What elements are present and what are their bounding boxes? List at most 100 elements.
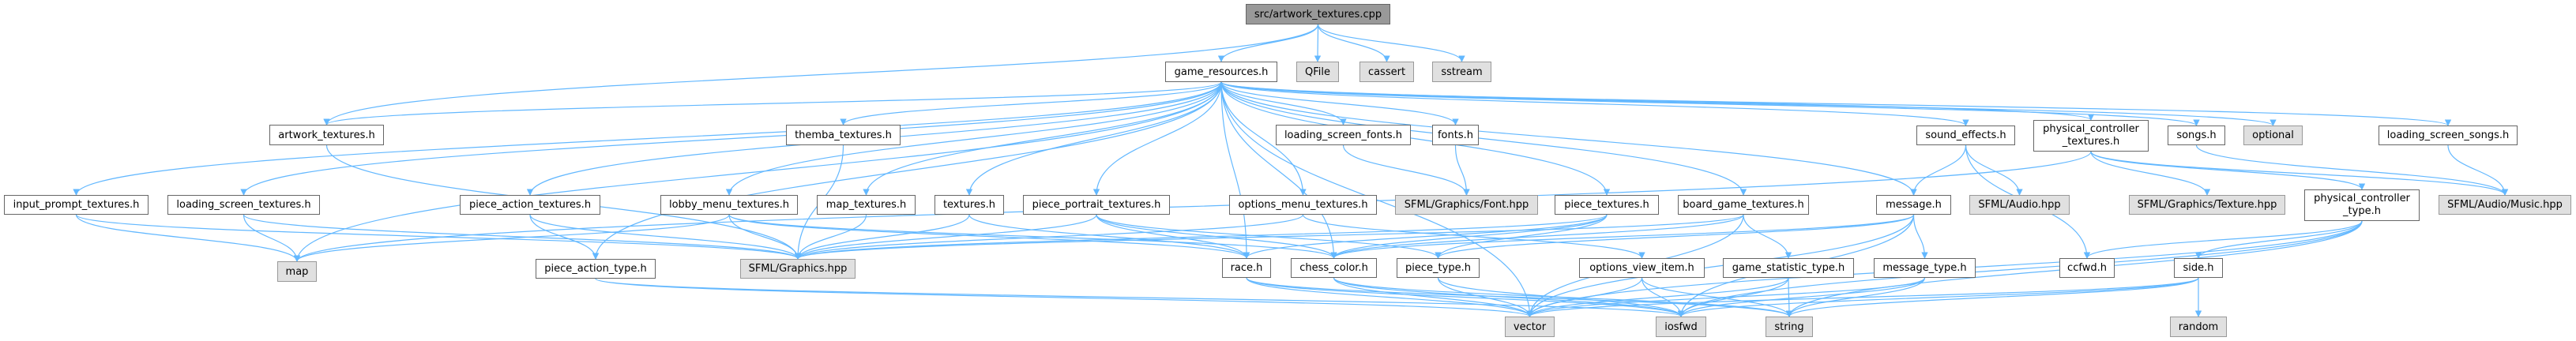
edge-message-to-piece-type <box>1435 214 1915 259</box>
node-sfml-font[interactable]: SFML/Graphics/Font.hpp <box>1395 195 1538 215</box>
edge-game-resources-to-sound-effects <box>1220 81 1969 126</box>
node-textures[interactable]: textures.h <box>935 195 1004 215</box>
node-sfml-music[interactable]: SFML/Audio/Music.hpp <box>2439 195 2571 215</box>
edge-game-resources-to-themba-textures <box>840 81 1222 126</box>
node-themba-textures[interactable]: themba_textures.h <box>786 125 901 145</box>
node-loading-screen-textures[interactable]: loading_screen_textures.h <box>167 195 320 215</box>
node-side[interactable]: side.h <box>2174 258 2223 278</box>
edge-side-to-string <box>1785 277 2199 317</box>
edges-layer <box>73 24 2509 317</box>
node-message-type[interactable]: message_type.h <box>1874 258 1976 278</box>
node-options-view-item[interactable]: options_view_item.h <box>1579 258 1705 278</box>
edge-board-game-textures-to-chess-color <box>1330 214 1744 259</box>
edge-side-to-iosfwd <box>1678 277 2199 317</box>
edge-input-prompt-textures-to-map <box>75 214 301 262</box>
node-game-resources[interactable]: game_resources.h <box>1165 62 1277 82</box>
edge-loading-screen-fonts-to-sfml-font <box>1342 144 1470 196</box>
edge-piece-portrait-textures-to-race <box>1096 214 1250 259</box>
edge-race-to-vector <box>1246 277 1533 317</box>
node-loading-screen-fonts[interactable]: loading_screen_fonts.h <box>1276 125 1411 145</box>
node-race[interactable]: race.h <box>1222 258 1271 278</box>
node-QFile[interactable]: QFile <box>1296 62 1339 82</box>
edge-loading-screen-songs-to-sfml-music <box>2447 144 2509 196</box>
node-physical-controller-textures[interactable]: physical_controller _textures.h <box>2033 120 2149 152</box>
edge-game-resources-to-input-prompt-textures <box>73 81 1222 196</box>
node-sfml-texture[interactable]: SFML/Graphics/Texture.hpp <box>2129 195 2285 215</box>
node-sound-effects[interactable]: sound_effects.h <box>1916 126 2015 145</box>
edge-piece-textures-to-sfml-graphics <box>795 214 1608 260</box>
edge-physical-controller-textures-to-sfml-music <box>2090 151 2509 196</box>
node-random[interactable]: random <box>2170 317 2227 337</box>
node-loading-screen-songs[interactable]: loading_screen_songs.h <box>2379 126 2518 145</box>
node-sfml-audio[interactable]: SFML/Audio.hpp <box>1969 195 2070 215</box>
node-sfml-graphics[interactable]: SFML/Graphics.hpp <box>740 259 856 279</box>
edge-message-to-message-type <box>1912 214 1928 259</box>
edge-game-resources-to-piece-portrait-textures <box>1092 81 1222 196</box>
node-piece-portrait-textures[interactable]: piece_portrait_textures.h <box>1023 195 1170 215</box>
edge-piece-textures-to-piece-type <box>1435 214 1608 259</box>
edge-piece-type-to-iosfwd <box>1437 277 1685 317</box>
node-piece-textures[interactable]: piece_textures.h <box>1555 195 1659 215</box>
node-root[interactable]: src/artwork_textures.cpp <box>1246 4 1390 24</box>
node-map[interactable]: map <box>277 261 317 282</box>
edge-message-type-to-iosfwd <box>1677 277 1926 317</box>
edge-game-resources-to-piece-action-type <box>592 81 1222 260</box>
edge-race-to-iosfwd <box>1246 277 1685 317</box>
edge-lobby-menu-textures-to-map <box>293 214 730 262</box>
edge-board-game-textures-to-game-statistic-type <box>1743 214 1792 259</box>
node-songs[interactable]: songs.h <box>2168 126 2225 145</box>
edge-input-prompt-textures-to-sfml-graphics <box>75 214 801 260</box>
edge-game-resources-to-race <box>1220 81 1250 259</box>
node-optional[interactable]: optional <box>2243 126 2303 145</box>
edge-game-resources-to-fonts <box>1220 81 1459 126</box>
node-game-statistic-type[interactable]: game_statistic_type.h <box>1723 258 1854 278</box>
node-piece-action-textures[interactable]: piece_action_textures.h <box>460 195 600 215</box>
edge-root-to-artwork-textures <box>323 24 1319 126</box>
edge-game-resources-to-map <box>293 81 1222 262</box>
edge-side-to-vector <box>1526 277 2199 317</box>
node-string[interactable]: string <box>1766 317 1813 337</box>
edge-piece-action-textures-to-piece-action-type <box>529 214 600 260</box>
edge-game-resources-to-loading-screen-songs <box>1220 81 2451 126</box>
edge-board-game-textures-to-sfml-graphics <box>795 214 1744 260</box>
node-lobby-menu-textures[interactable]: lobby_menu_textures.h <box>660 195 798 215</box>
edge-loading-screen-textures-to-sfml-graphics <box>243 214 802 260</box>
edge-game-resources-to-map-textures <box>863 81 1222 196</box>
node-artwork-textures[interactable]: artwork_textures.h <box>269 125 384 145</box>
node-piece-action-type[interactable]: piece_action_type.h <box>536 259 656 279</box>
node-cassert[interactable]: cassert <box>1359 62 1414 82</box>
edge-piece-action-type-to-vector <box>595 278 1533 317</box>
node-chess-color[interactable]: chess_color.h <box>1291 258 1377 278</box>
node-iosfwd[interactable]: iosfwd <box>1656 317 1706 337</box>
node-fonts[interactable]: fonts.h <box>1432 125 1479 145</box>
edge-chess-color-to-vector <box>1333 277 1533 317</box>
edge-options-menu-textures-to-sfml-graphics <box>794 214 1304 260</box>
node-map-textures[interactable]: map_textures.h <box>817 195 916 215</box>
edge-game-resources-to-chess-color <box>1220 81 1337 259</box>
node-sstream[interactable]: sstream <box>1432 62 1491 82</box>
node-message[interactable]: message.h <box>1876 195 1951 215</box>
edge-game-statistic-type-to-string <box>1785 277 1793 317</box>
edge-root-to-sstream <box>1317 24 1465 62</box>
edge-game-resources-to-artwork-textures <box>323 81 1222 126</box>
edge-game-resources-to-optional <box>1220 81 2277 126</box>
edge-root-to-game-resources <box>1217 24 1319 62</box>
edge-lobby-menu-textures-to-race <box>728 214 1250 259</box>
edge-piece-textures-to-race <box>1243 214 1608 259</box>
node-input-prompt-textures[interactable]: input_prompt_textures.h <box>4 195 149 215</box>
edge-race-to-string <box>1246 277 1792 317</box>
node-options-menu-textures[interactable]: options_menu_textures.h <box>1229 195 1377 215</box>
node-board-game-textures[interactable]: board_game_textures.h <box>1678 195 1809 215</box>
edge-physical-controller-textures-to-sfml-texture <box>2090 151 2211 196</box>
node-physical-controller-type[interactable]: physical_controller _type.h <box>2304 189 2420 221</box>
edge-fonts-to-sfml-font <box>1454 144 1470 196</box>
node-ccfwd[interactable]: ccfwd.h <box>2059 258 2115 278</box>
edge-options-view-item-to-string <box>1641 277 1793 317</box>
edge-game-resources-to-message <box>1220 81 1917 196</box>
node-piece-type[interactable]: piece_type.h <box>1397 258 1480 278</box>
edge-game-resources-to-board-game-textures <box>1220 81 1747 196</box>
node-vector[interactable]: vector <box>1505 317 1555 337</box>
edge-lobby-menu-textures-to-sfml-graphics <box>728 214 802 260</box>
edge-loading-screen-textures-to-map <box>243 214 301 262</box>
